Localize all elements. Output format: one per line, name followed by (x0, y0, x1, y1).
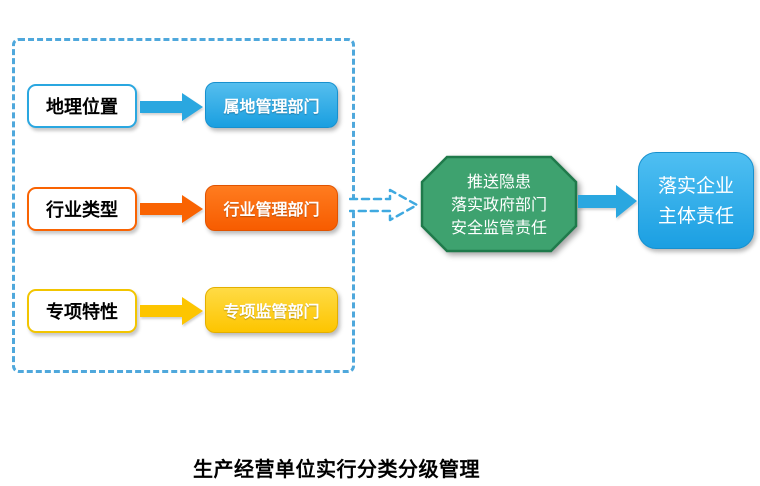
result-line: 主体责任 (657, 204, 734, 227)
right-arrow-icon (140, 297, 203, 325)
octagon-text: 推送隐患 落实政府部门 安全监管责任 (420, 155, 578, 253)
octagon-shape (420, 155, 578, 253)
department-box-special: 专项监管部门 (205, 287, 338, 333)
criterion-label: 行业类型 (46, 200, 118, 221)
right-arrow-icon (140, 195, 203, 223)
criterion-box-special: 专项特性 (27, 289, 137, 333)
department-label: 属地管理部门 (223, 97, 320, 116)
criterion-label: 地理位置 (46, 97, 118, 118)
department-box-territorial: 属地管理部门 (205, 82, 338, 128)
criterion-box-industry: 行业类型 (27, 187, 137, 231)
octagon-line: 安全监管责任 (450, 217, 547, 237)
department-label: 专项监管部门 (223, 302, 320, 321)
octagon-line: 推送隐患 (466, 171, 531, 191)
criterion-box-location: 地理位置 (27, 84, 137, 128)
department-box-industry: 行业管理部门 (205, 185, 338, 231)
result-box: 落实企业 主体责任 (638, 152, 754, 249)
diagram-caption: 生产经营单位实行分类分级管理 (193, 457, 480, 481)
criterion-label: 专项特性 (46, 302, 118, 323)
department-label: 行业管理部门 (223, 200, 320, 219)
right-arrow-icon (578, 185, 637, 218)
right-arrow-icon (140, 93, 203, 121)
octagon-node: 推送隐患 落实政府部门 安全监管责任 (420, 155, 578, 253)
octagon-line: 落实政府部门 (450, 194, 547, 214)
dashed-hollow-arrow-icon (349, 188, 419, 222)
result-line: 落实企业 (657, 174, 734, 197)
